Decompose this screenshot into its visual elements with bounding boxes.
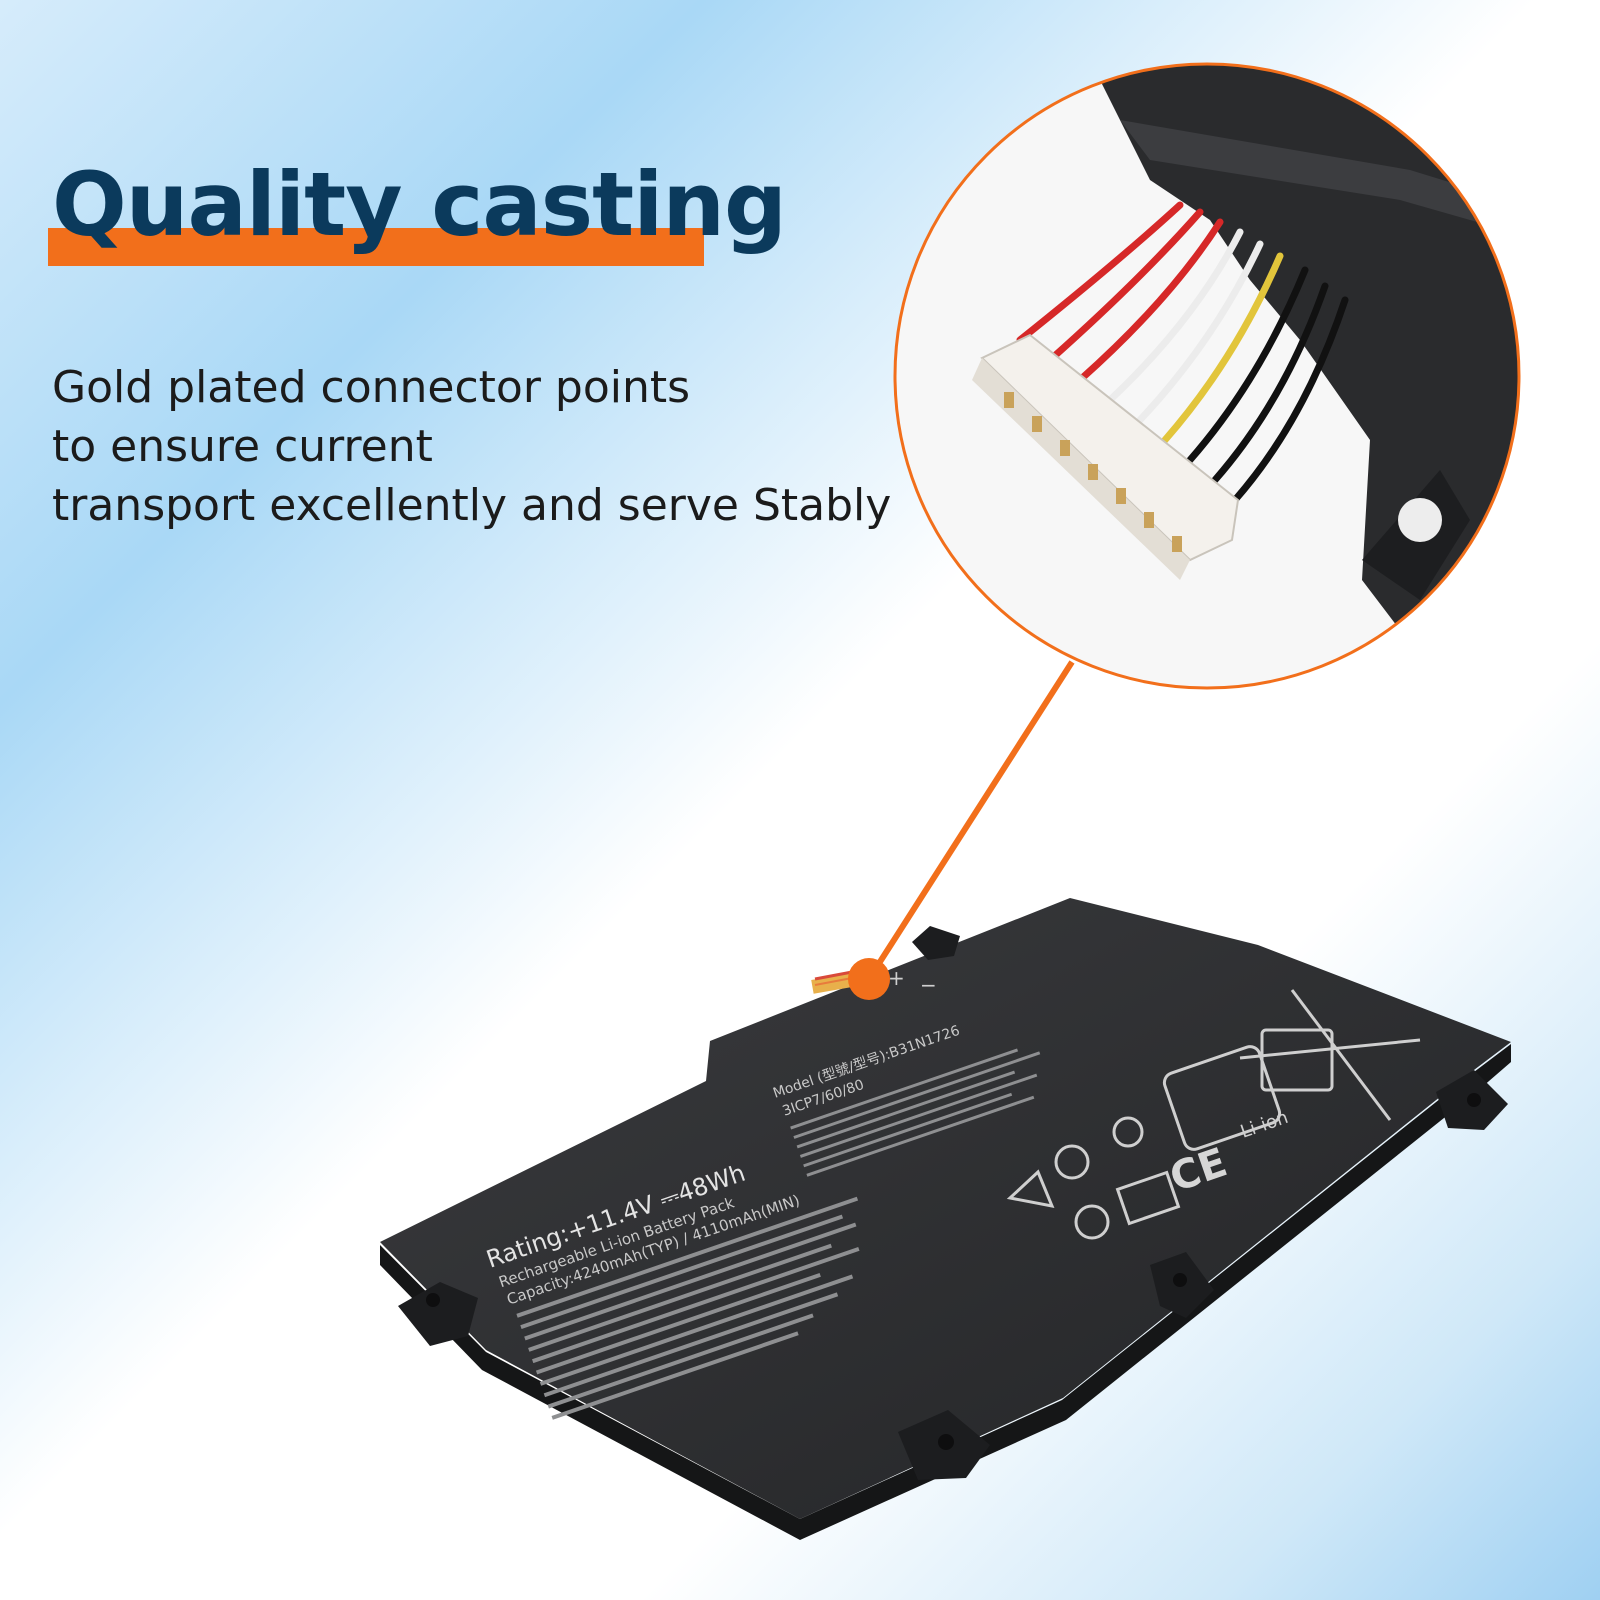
mounting-tab [398,1282,478,1346]
description-line: to ensure current [52,421,433,472]
page-title: Quality casting [52,153,787,256]
label-fine-print [516,1196,860,1420]
mounting-tab [1436,1070,1508,1130]
connector-plug [972,333,1240,580]
recycle-box-icon [1115,1170,1181,1226]
battery-pack: + − Rating:+11.4V ⎓48Wh Rechargeable Li-… [380,898,1511,1540]
compliance-circle-icon [1054,1116,1144,1240]
title-underline-bar [48,228,704,266]
description-line: transport excellently and serve Stably [52,480,892,531]
zoom-connector-closeup [893,62,1521,690]
label-caution-print [790,1048,1041,1177]
callout-dot [848,958,890,1000]
mounting-tab [898,1410,990,1480]
connector-wires [1016,201,1349,504]
description-line: Gold plated connector points [52,362,691,413]
callout-line [866,660,1075,981]
mounting-tab [912,926,960,960]
heading: Quality casting [48,150,787,270]
warning-triangle-icon [1006,1169,1055,1208]
description: Gold plated connector points to ensure c… [52,358,892,535]
polarity-minus: − [920,973,937,997]
polarity-plus: + [888,966,905,990]
mounting-tab [1150,1252,1214,1318]
